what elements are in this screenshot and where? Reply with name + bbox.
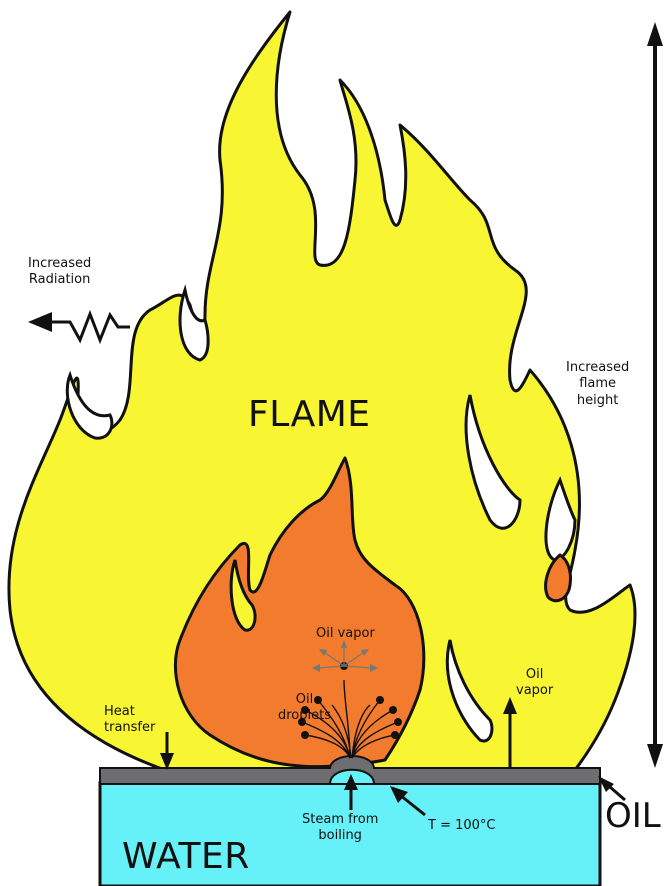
oil-label: OIL: [605, 795, 661, 838]
oil-vapor-right-label: Oil vapor: [516, 667, 553, 700]
oil-vapor-center-label: Oil vapor: [316, 626, 375, 642]
increased-flame-height-label: Increased flame height: [566, 360, 629, 409]
flame-label: FLAME: [248, 392, 371, 437]
oil-droplets-label: Oil droplets: [278, 692, 331, 725]
steam-from-boiling-label: Steam from boiling: [302, 812, 378, 845]
heat-transfer-label: Heat transfer: [104, 704, 155, 737]
flame-height-arrow: [647, 22, 663, 768]
radiation-arrow: [28, 312, 130, 340]
increased-radiation-label: Increased Radiation: [28, 256, 91, 289]
temperature-label: T = 100°C: [428, 818, 496, 834]
water-label: WATER: [122, 834, 250, 879]
